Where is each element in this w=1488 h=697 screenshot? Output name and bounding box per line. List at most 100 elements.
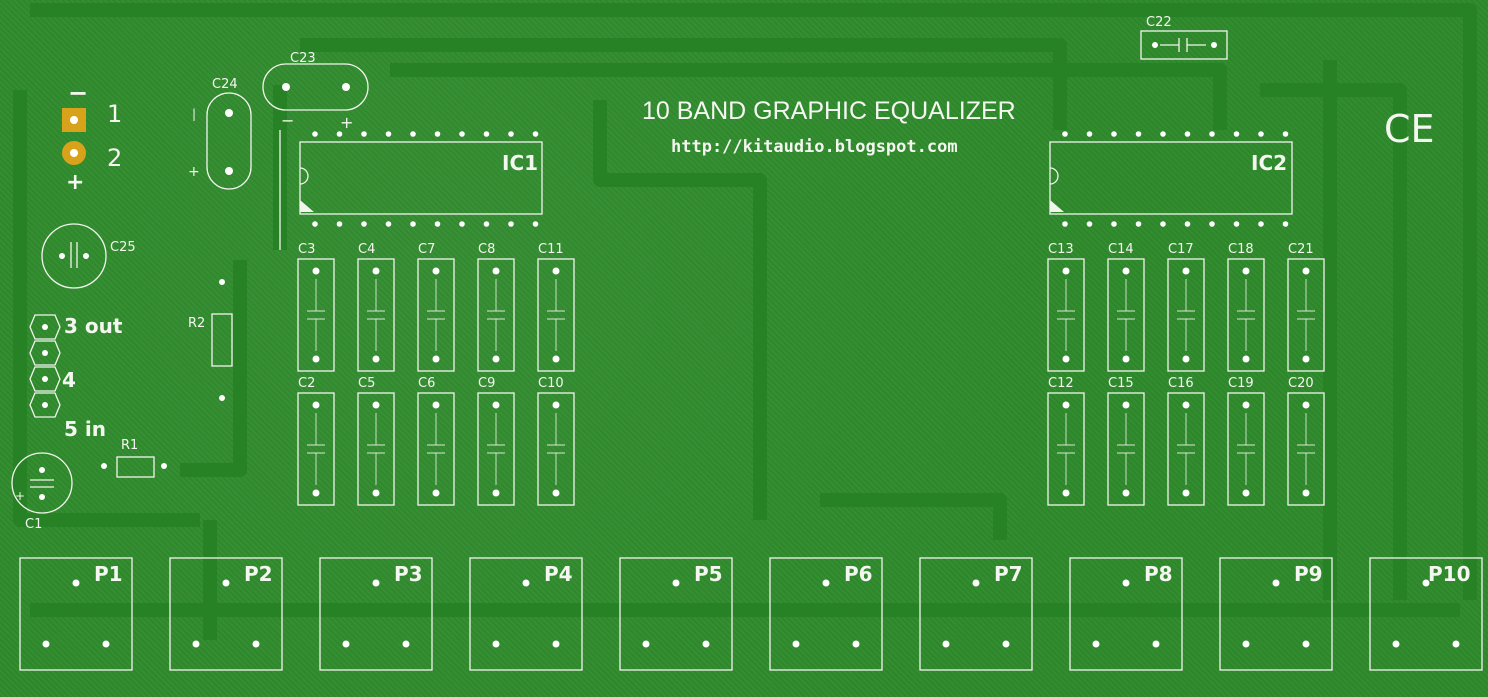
pin2-label: 2 bbox=[107, 144, 122, 172]
pot-outline bbox=[619, 557, 733, 671]
pot-pad bbox=[1302, 640, 1310, 648]
capacitor-pad bbox=[552, 267, 560, 275]
ic-pin bbox=[1233, 131, 1240, 137]
capacitor-outline bbox=[417, 258, 455, 372]
capacitor-outline bbox=[357, 258, 395, 372]
potentiometer-p1[interactable]: P1 bbox=[19, 557, 133, 671]
power-connector: − 1 2 + bbox=[62, 79, 122, 195]
film-capacitor: C19 bbox=[1227, 376, 1265, 506]
capacitor-label: C14 bbox=[1108, 242, 1134, 257]
capacitor-pad bbox=[1302, 401, 1310, 409]
capacitor-pad bbox=[492, 489, 500, 497]
capacitor-pad bbox=[1062, 355, 1070, 363]
ic-pin bbox=[1111, 131, 1117, 137]
pot-pad bbox=[402, 640, 410, 648]
capacitor-pad bbox=[492, 355, 500, 363]
ic-pin bbox=[1086, 221, 1093, 227]
pin1-label: 1 bbox=[107, 100, 122, 128]
capacitor-label: C2 bbox=[298, 376, 315, 391]
board-url: http://kitaudio.blogspot.com bbox=[671, 137, 958, 157]
capacitor-pad bbox=[312, 489, 320, 497]
ic-pin bbox=[434, 131, 441, 137]
pot-outline bbox=[769, 557, 883, 671]
pot-pad bbox=[942, 640, 950, 648]
pot-pad bbox=[342, 640, 350, 648]
potentiometer-p5[interactable]: P5 bbox=[619, 557, 733, 671]
ic-pin bbox=[385, 221, 392, 227]
capacitor-pad bbox=[1182, 355, 1190, 363]
ic-pin bbox=[1062, 131, 1068, 137]
pin3-label: 3 out bbox=[64, 314, 123, 338]
ic-pin bbox=[1135, 131, 1142, 137]
pot-outline bbox=[319, 557, 433, 671]
minus-label: − bbox=[68, 79, 88, 107]
capacitor-pad bbox=[1122, 489, 1130, 497]
ic-pin bbox=[1111, 221, 1117, 227]
capacitor-c25: C25 bbox=[41, 223, 136, 289]
capacitor-pad bbox=[372, 489, 380, 497]
pot-label: P7 bbox=[994, 562, 1023, 586]
pot-wiper-pad bbox=[672, 579, 680, 587]
film-capacitor: C3 bbox=[297, 242, 335, 372]
ic-pin bbox=[1209, 221, 1215, 227]
pot-outline bbox=[1369, 557, 1483, 671]
pot-label: P4 bbox=[544, 562, 573, 586]
capacitor-pad bbox=[1182, 489, 1190, 497]
pot-pad bbox=[552, 640, 560, 648]
potentiometer-p9[interactable]: P9 bbox=[1219, 557, 1333, 671]
film-capacitor: C16 bbox=[1167, 376, 1205, 506]
pot-pad bbox=[1392, 640, 1400, 648]
capacitor-label: C7 bbox=[418, 242, 435, 257]
pot-pad bbox=[702, 640, 710, 648]
potentiometer-p2[interactable]: P2 bbox=[169, 557, 283, 671]
ic-pin bbox=[508, 131, 514, 137]
potentiometer-p10[interactable]: P10 bbox=[1369, 557, 1483, 671]
capacitor-pad bbox=[372, 401, 380, 409]
ic-pin bbox=[336, 131, 343, 137]
potentiometer-p6[interactable]: P6 bbox=[769, 557, 883, 671]
film-capacitor: C9 bbox=[477, 376, 515, 506]
ic-pin bbox=[361, 131, 367, 137]
pot-pad bbox=[1152, 640, 1160, 648]
c23-label: C23 bbox=[290, 51, 316, 66]
capacitor-pad bbox=[432, 489, 440, 497]
capacitor-pad bbox=[1242, 489, 1250, 497]
capacitor-pad bbox=[1122, 355, 1130, 363]
capacitor-label: C17 bbox=[1168, 242, 1194, 257]
pot-label: P2 bbox=[244, 562, 273, 586]
capacitor-outline bbox=[477, 392, 515, 506]
capacitor-label: C21 bbox=[1288, 242, 1314, 257]
capacitor-label: C16 bbox=[1168, 376, 1194, 391]
capacitor-c23: C23 − + bbox=[262, 51, 369, 132]
capacitor-pad bbox=[552, 401, 560, 409]
capacitor-label: C15 bbox=[1108, 376, 1134, 391]
capacitor-pad bbox=[312, 267, 320, 275]
c22-label: C22 bbox=[1146, 15, 1172, 30]
capacitor-outline bbox=[357, 392, 395, 506]
pot-wiper-pad bbox=[1122, 579, 1130, 587]
capacitor-outline bbox=[297, 258, 335, 372]
capacitor-label: C4 bbox=[358, 242, 375, 257]
pin1-hole bbox=[70, 116, 78, 124]
c1-plus: + bbox=[15, 489, 25, 503]
pot-label: P5 bbox=[694, 562, 723, 586]
pot-pad bbox=[1242, 640, 1250, 648]
capacitor-label: C12 bbox=[1048, 376, 1074, 391]
ic-pin bbox=[1135, 221, 1142, 227]
ic-pin bbox=[1282, 131, 1289, 137]
potentiometer-p8[interactable]: P8 bbox=[1069, 557, 1183, 671]
io-connector: 3 out 4 5 in bbox=[29, 314, 123, 441]
ic-pin bbox=[483, 221, 490, 227]
capacitor-pad bbox=[432, 401, 440, 409]
pot-outline bbox=[19, 557, 133, 671]
pot-pad bbox=[792, 640, 800, 648]
potentiometer-p4[interactable]: P4 bbox=[469, 557, 583, 671]
potentiometer-p3[interactable]: P3 bbox=[319, 557, 433, 671]
capacitor-pad bbox=[1302, 355, 1310, 363]
ic2-label: IC2 bbox=[1251, 151, 1287, 175]
capacitor-pad bbox=[492, 267, 500, 275]
potentiometer-p7[interactable]: P7 bbox=[919, 557, 1033, 671]
ic-pin bbox=[385, 131, 392, 137]
ic-pin bbox=[1160, 131, 1166, 137]
pot-wiper-pad bbox=[72, 579, 80, 587]
